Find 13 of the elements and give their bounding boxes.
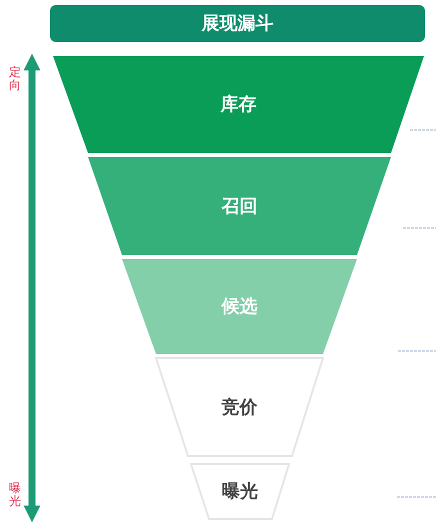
- funnel-stage: [190, 463, 290, 520]
- axis-label: 曝光: [9, 482, 21, 508]
- stage-label: 候选: [222, 295, 258, 319]
- stage-label: 曝光: [222, 480, 258, 504]
- stage-label: 竞价: [222, 396, 258, 420]
- stage-label: 库存: [220, 93, 256, 117]
- stage-label: 召回: [222, 194, 258, 218]
- title-banner: 展现漏斗: [50, 5, 425, 42]
- axis-label: 定向: [9, 66, 21, 92]
- funnel-stage: [52, 55, 425, 154]
- funnel-stage: [155, 357, 324, 457]
- funnel-stage: [87, 156, 392, 256]
- funnel-stage: [121, 258, 358, 355]
